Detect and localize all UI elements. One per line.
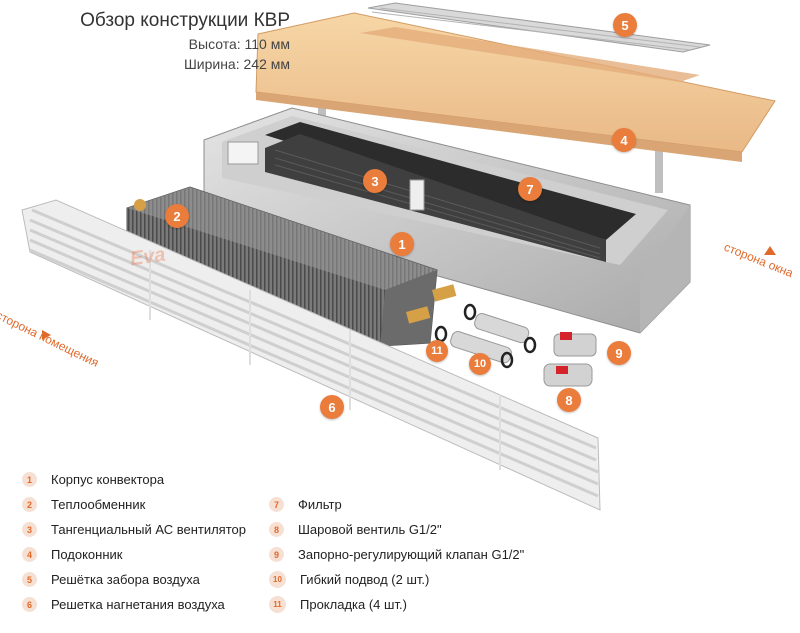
header: Обзор конструкции КВР Высота: 110 мм Шир… (20, 10, 290, 72)
page-title: Обзор конструкции КВР (80, 10, 290, 31)
heat-exchanger (126, 186, 457, 347)
legend-right: 7 Фильтр 8 Шаровой вентиль G1/2" 9 Запорно-… (269, 492, 524, 617)
callout-3: 3 (363, 169, 387, 193)
connection-kit (434, 303, 597, 387)
callout-6: 6 (320, 395, 344, 419)
room-side-arrow-icon (42, 330, 51, 340)
callout-2: 2 (165, 204, 189, 228)
callout-11: 11 (426, 340, 448, 362)
legend-label: Подоконник (51, 547, 123, 562)
legend-item: 2 Теплообменник (22, 492, 246, 517)
height-spec: Высота: 110 мм (188, 36, 290, 52)
callout-9: 9 (607, 341, 631, 365)
legend-label: Корпус конвектора (51, 472, 165, 487)
callout-4: 4 (612, 128, 636, 152)
legend-badge: 2 (22, 497, 37, 512)
legend-badge: 6 (22, 597, 37, 612)
legend-left: 1 Корпус конвектора 2 Теплообменник 3 Танге… (22, 467, 246, 617)
legend-badge: 10 (269, 571, 286, 588)
legend-badge: 8 (269, 522, 284, 537)
window-side-arrow-icon (764, 246, 776, 255)
legend-badge: 11 (269, 596, 286, 613)
width-spec: Ширина: 242 мм (183, 56, 290, 72)
legend-item: 1 Корпус конвектора (22, 467, 246, 492)
legend-label: Тангенциальный АС вентилятор (51, 522, 246, 537)
legend-badge: 1 (22, 472, 37, 487)
callout-8: 8 (557, 388, 581, 412)
legend-item: 9 Запорно-регулирующий клапан G1/2" (269, 542, 524, 567)
callout-5: 5 (613, 13, 637, 37)
legend-badge: 3 (22, 522, 37, 537)
legend-badge: 4 (22, 547, 37, 562)
legend-badge: 9 (269, 547, 284, 562)
legend-item: 8 Шаровой вентиль G1/2" (269, 517, 524, 542)
legend-label: Решётка забора воздуха (51, 572, 200, 587)
callout-10: 10 (469, 353, 491, 375)
legend-item: 6 Решетка нагнетания воздуха (22, 592, 246, 617)
legend-label: Решетка нагнетания воздуха (51, 597, 225, 612)
legend-badge: 5 (22, 572, 37, 587)
legend-item: 4 Подоконник (22, 542, 246, 567)
legend-item: 10 Гибкий подвод (2 шт.) (269, 567, 524, 592)
legend-label: Теплообменник (51, 497, 146, 512)
legend-label: Запорно-регулирующий клапан G1/2" (298, 547, 525, 562)
legend-label: Фильтр (298, 497, 342, 512)
legend-label: Прокладка (4 шт.) (300, 597, 407, 612)
legend-label: Гибкий подвод (2 шт.) (300, 572, 430, 587)
callout-1: 1 (390, 232, 414, 256)
intake-grille (367, 2, 711, 53)
brand-watermark-logo: Eva (128, 243, 167, 271)
convector-housing (203, 107, 691, 334)
outlet-grille (21, 199, 601, 511)
legend-badge: 7 (269, 497, 284, 512)
legend-item: 5 Решётка забора воздуха (22, 567, 246, 592)
legend-item: 11 Прокладка (4 шт.) (269, 592, 524, 617)
legend-label: Шаровой вентиль G1/2" (298, 522, 442, 537)
legend-item: 3 Тангенциальный АС вентилятор (22, 517, 246, 542)
legend-item: 7 Фильтр (269, 492, 524, 517)
callout-7: 7 (518, 177, 542, 201)
